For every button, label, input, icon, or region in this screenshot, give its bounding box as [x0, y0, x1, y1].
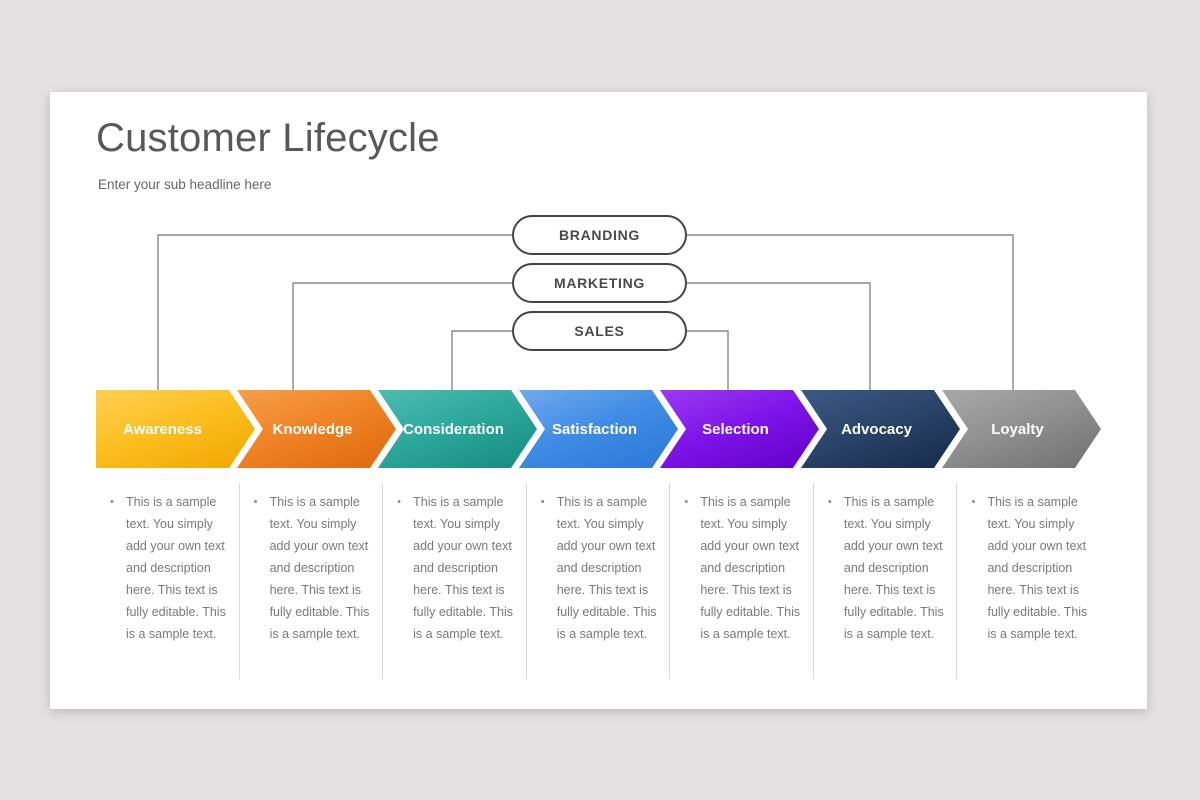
channel-pill-label: BRANDING — [558, 227, 641, 243]
stage-note-loyalty: • This is a sample text. You simply add … — [956, 483, 1100, 679]
stage-arrow-row: Awareness Knowledge Consideration Satisf… — [96, 390, 1100, 468]
stage-note-text: This is a sample text. You simply add yo… — [843, 495, 944, 641]
bullet-icon: • — [971, 496, 976, 508]
stage-note-consideration: • This is a sample text. You simply add … — [382, 483, 526, 679]
stage-note-advocacy: • This is a sample text. You simply add … — [812, 483, 957, 679]
stage-note-awareness: • This is a sample text. You simply add … — [96, 483, 239, 679]
stage-arrow-label: Loyalty — [991, 420, 1044, 438]
bullet-icon: • — [397, 496, 402, 508]
stage-notes-row: • This is a sample text. You simply add … — [96, 483, 1100, 679]
connector-marketing-left — [292, 282, 512, 394]
stage-note-selection: • This is a sample text. You simply add … — [669, 483, 813, 679]
channel-pill-sales: SALES — [512, 311, 687, 351]
stage-arrow-label: Selection — [702, 420, 769, 438]
bullet-icon: • — [110, 496, 114, 508]
channel-pill-marketing: MARKETING — [512, 263, 687, 303]
stage-arrow-label: Advocacy — [841, 420, 912, 438]
stage-arrow-label: Knowledge — [272, 420, 353, 438]
connector-branding-right — [687, 234, 1014, 394]
connector-sales-left — [451, 330, 512, 394]
connector-sales-right — [687, 330, 729, 394]
stage-arrow-label: Awareness — [123, 420, 202, 438]
channel-pill-branding: BRANDING — [512, 215, 687, 255]
stage-arrow-label: Satisfaction — [551, 420, 638, 438]
stage-arrow-awareness: Awareness — [96, 390, 255, 468]
stage-note-knowledge: • This is a sample text. You simply add … — [238, 483, 383, 679]
stage-arrow-selection: Selection — [660, 390, 819, 468]
stage-note-text: This is a sample text. You simply add yo… — [700, 495, 801, 641]
channel-pill-label: MARKETING — [553, 275, 646, 291]
stage-arrow-knowledge: Knowledge — [237, 390, 396, 468]
bullet-icon: • — [540, 496, 545, 508]
connector-marketing-right — [687, 282, 871, 394]
connector-branding-left — [157, 234, 512, 394]
channel-pill-label: SALES — [574, 323, 625, 339]
stage-arrow-consideration: Consideration — [378, 390, 537, 468]
slide-canvas: Customer Lifecycle Enter your sub headli… — [50, 92, 1147, 709]
stage-note-text: This is a sample text. You simply add yo… — [987, 495, 1088, 641]
stage-note-text: This is a sample text. You simply add yo… — [269, 495, 370, 641]
stage-note-satisfaction: • This is a sample text. You simply add … — [525, 483, 670, 679]
stage-note-text: This is a sample text. You simply add yo… — [413, 495, 513, 641]
stage-arrow-loyalty: Loyalty — [942, 390, 1101, 468]
connector-lines — [157, 234, 1014, 394]
page-subtitle: Enter your sub headline here — [98, 177, 272, 192]
bullet-icon: • — [684, 496, 689, 508]
stage-arrow-satisfaction: Satisfaction — [519, 390, 678, 468]
bullet-icon: • — [253, 496, 258, 508]
page-title: Customer Lifecycle — [96, 116, 440, 160]
stage-arrow-label: Consideration — [403, 420, 504, 438]
stage-note-text: This is a sample text. You simply add yo… — [126, 495, 226, 641]
bullet-icon: • — [827, 496, 832, 508]
stage-arrow-advocacy: Advocacy — [801, 390, 960, 468]
stage-note-text: This is a sample text. You simply add yo… — [556, 495, 657, 641]
